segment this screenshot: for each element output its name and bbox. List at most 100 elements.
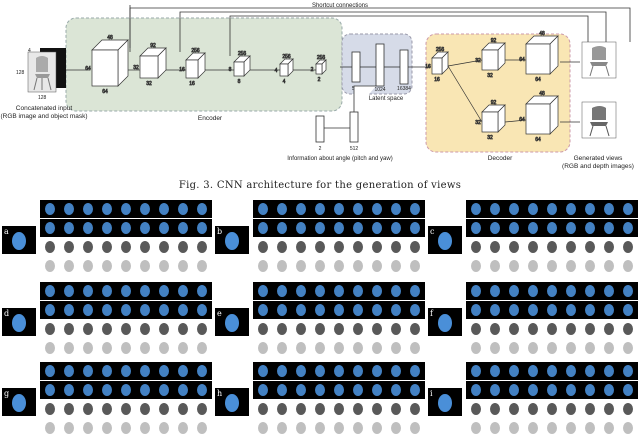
result-panel-c: c: [428, 200, 638, 275]
rgb-view-thumbnail: [509, 222, 519, 234]
rgb-view-thumbnail: [509, 384, 519, 396]
rgb-view-thumbnail: [547, 304, 557, 316]
decoder-connector: [504, 119, 527, 123]
depth-view-thumbnail: [83, 342, 93, 354]
depth-view-thumbnail: [623, 342, 633, 354]
rgb-view-thumbnail: [197, 304, 207, 316]
depth-view-thumbnail: [102, 241, 112, 253]
rgb-view-thumbnail: [277, 304, 287, 316]
depth-view-thumbnail: [509, 241, 519, 253]
depth-view-thumbnail: [509, 403, 519, 415]
depth-view-thumbnail: [490, 260, 500, 272]
depth-view-thumbnail: [197, 422, 207, 434]
query-object: [12, 232, 26, 250]
depth-view-thumbnail: [410, 323, 420, 335]
rgb-view-thumbnail: [45, 285, 55, 297]
depth-view-thumbnail: [372, 342, 382, 354]
rgb-view-thumbnail: [490, 285, 500, 297]
depth-view-thumbnail: [528, 403, 538, 415]
result-panel-a: a: [2, 200, 212, 275]
rgb-view-thumbnail: [509, 365, 519, 377]
depth-view-thumbnail: [45, 342, 55, 354]
depth-view-thumbnail: [623, 241, 633, 253]
rgb-view-thumbnail: [197, 203, 207, 215]
rgb-view-thumbnail: [604, 285, 614, 297]
depth-view-thumbnail: [604, 403, 614, 415]
depth-view-thumbnail: [528, 422, 538, 434]
rgb-view-thumbnail: [623, 222, 633, 234]
depth-view-thumbnail: [391, 422, 401, 434]
rgb-view-thumbnail: [585, 222, 595, 234]
result-panel-g: g: [2, 362, 212, 437]
depth-view-thumbnail: [159, 422, 169, 434]
rgb-view-thumbnail: [277, 222, 287, 234]
depth-view-thumbnail: [159, 241, 169, 253]
rgb-view-thumbnail: [585, 203, 595, 215]
depth-view-thumbnail: [391, 403, 401, 415]
rgb-view-thumbnail: [604, 203, 614, 215]
depth-view-thumbnail: [140, 422, 150, 434]
query-object: [438, 394, 452, 412]
depth-view-thumbnail: [197, 241, 207, 253]
rgb-view-thumbnail: [277, 203, 287, 215]
rgb-view-thumbnail: [334, 304, 344, 316]
depth-view-thumbnail: [353, 403, 363, 415]
rgb-view-thumbnail: [585, 384, 595, 396]
depth-view-thumbnail: [353, 342, 363, 354]
rgb-view-thumbnail: [623, 203, 633, 215]
rgb-view-thumbnail: [64, 384, 74, 396]
depth-view-thumbnail: [258, 241, 268, 253]
rgb-view-thumbnail: [159, 304, 169, 316]
decoder-top-block-2-bottom: 64: [535, 77, 541, 83]
depth-view-thumbnail: [334, 422, 344, 434]
cnn-architecture-diagram: Shortcut connections 4 128 128 Concatena…: [0, 3, 633, 170]
depth-view-thumbnail: [471, 241, 481, 253]
depth-view-thumbnail: [315, 260, 325, 272]
depth-view-thumbnail: [566, 241, 576, 253]
rgb-view-thumbnail: [566, 384, 576, 396]
query-object: [12, 394, 26, 412]
rgb-view-thumbnail: [296, 222, 306, 234]
rgb-view-thumbnail: [197, 384, 207, 396]
depth-view-thumbnail: [296, 323, 306, 335]
depth-view-thumbnail: [140, 403, 150, 415]
rgb-view-thumbnail: [140, 304, 150, 316]
depth-view-thumbnail: [178, 403, 188, 415]
depth-view-thumbnail: [334, 323, 344, 335]
panel-label: a: [4, 227, 9, 236]
rgb-view-thumbnail: [178, 304, 188, 316]
depth-view-thumbnail: [121, 342, 131, 354]
depth-view-thumbnail: [102, 342, 112, 354]
decoder-bottom-block-1-side: 32: [475, 120, 481, 126]
depth-view-thumbnail: [296, 260, 306, 272]
angle-label: Information about angle (pitch and yaw): [287, 156, 392, 162]
depth-view-thumbnail: [140, 342, 150, 354]
decoder-connector: [447, 59, 483, 67]
depth-view-thumbnail: [83, 422, 93, 434]
depth-view-thumbnail: [277, 241, 287, 253]
rgb-view-thumbnail: [471, 222, 481, 234]
depth-view-thumbnail: [159, 342, 169, 354]
encoder-block-5-side: 4: [275, 68, 278, 74]
rgb-view-thumbnail: [547, 285, 557, 297]
rgb-view-thumbnail: [353, 365, 363, 377]
rgb-view-thumbnail: [140, 203, 150, 215]
angle-value-2: 2: [319, 146, 322, 152]
rgb-view-thumbnail: [471, 304, 481, 316]
depth-view-thumbnail: [585, 323, 595, 335]
rgb-view-thumbnail: [528, 203, 538, 215]
rgb-view-thumbnail: [490, 222, 500, 234]
depth-view-thumbnail: [353, 422, 363, 434]
angle-vectors: [315, 85, 376, 143]
rgb-view-thumbnail: [410, 222, 420, 234]
depth-view-thumbnail: [509, 422, 519, 434]
depth-view-thumbnail: [509, 323, 519, 335]
depth-view-thumbnail: [178, 323, 188, 335]
rgb-view-thumbnail: [315, 285, 325, 297]
rgb-view-thumbnail: [258, 285, 268, 297]
encoder-block-5-bottom: 4: [283, 79, 286, 85]
rgb-view-thumbnail: [121, 365, 131, 377]
rgb-view-thumbnail: [121, 285, 131, 297]
depth-view-thumbnail: [372, 260, 382, 272]
